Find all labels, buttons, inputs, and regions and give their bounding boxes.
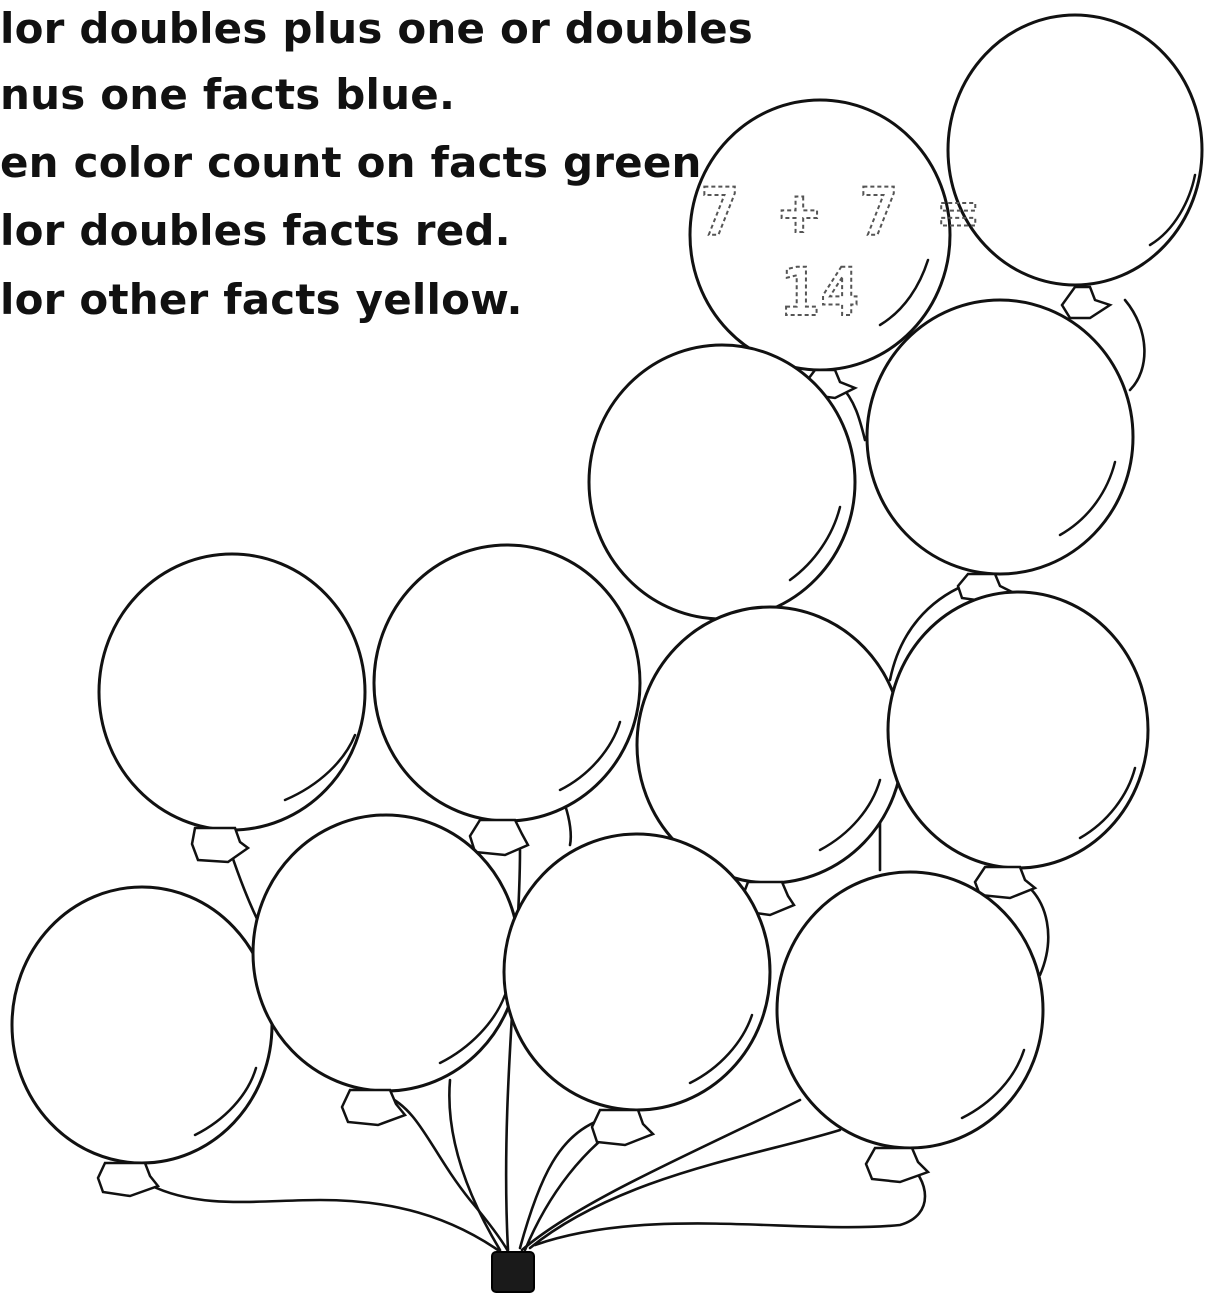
balloon-5 — [372, 543, 642, 857]
string-center-mid — [563, 803, 573, 847]
balloons: 7 + 7 = 14 — [10, 13, 1204, 1198]
string-center-long — [504, 848, 522, 1252]
balloon-3 — [587, 343, 857, 621]
balloon-1 — [946, 13, 1204, 320]
string-center-2 — [518, 1118, 602, 1250]
string-inner — [448, 1078, 502, 1252]
string-right-diag — [520, 1098, 802, 1252]
string-clip — [491, 1251, 535, 1293]
string-right-mid — [888, 583, 967, 682]
string-leftmost — [148, 1183, 507, 1257]
string-top-right — [1123, 298, 1146, 392]
balloon-8 — [10, 885, 274, 1198]
string-left-center — [383, 1093, 512, 1257]
balloon-strings — [148, 298, 1146, 1257]
string-right-bottom-2 — [528, 1128, 842, 1250]
example-answer: 14 — [780, 254, 859, 331]
balloon-2 — [865, 298, 1135, 604]
balloon-10 — [502, 832, 772, 1147]
string-left-mid — [228, 848, 262, 927]
example-equation: 7 + 7 = — [700, 174, 978, 251]
balloon-4 — [97, 552, 367, 864]
balloon-example: 7 + 7 = 14 — [688, 98, 979, 400]
string-right-bottom — [533, 1158, 927, 1247]
balloon-9 — [251, 813, 521, 1127]
balloon-6 — [635, 605, 905, 917]
balloon-7 — [886, 590, 1150, 900]
balloon-11 — [775, 870, 1045, 1184]
